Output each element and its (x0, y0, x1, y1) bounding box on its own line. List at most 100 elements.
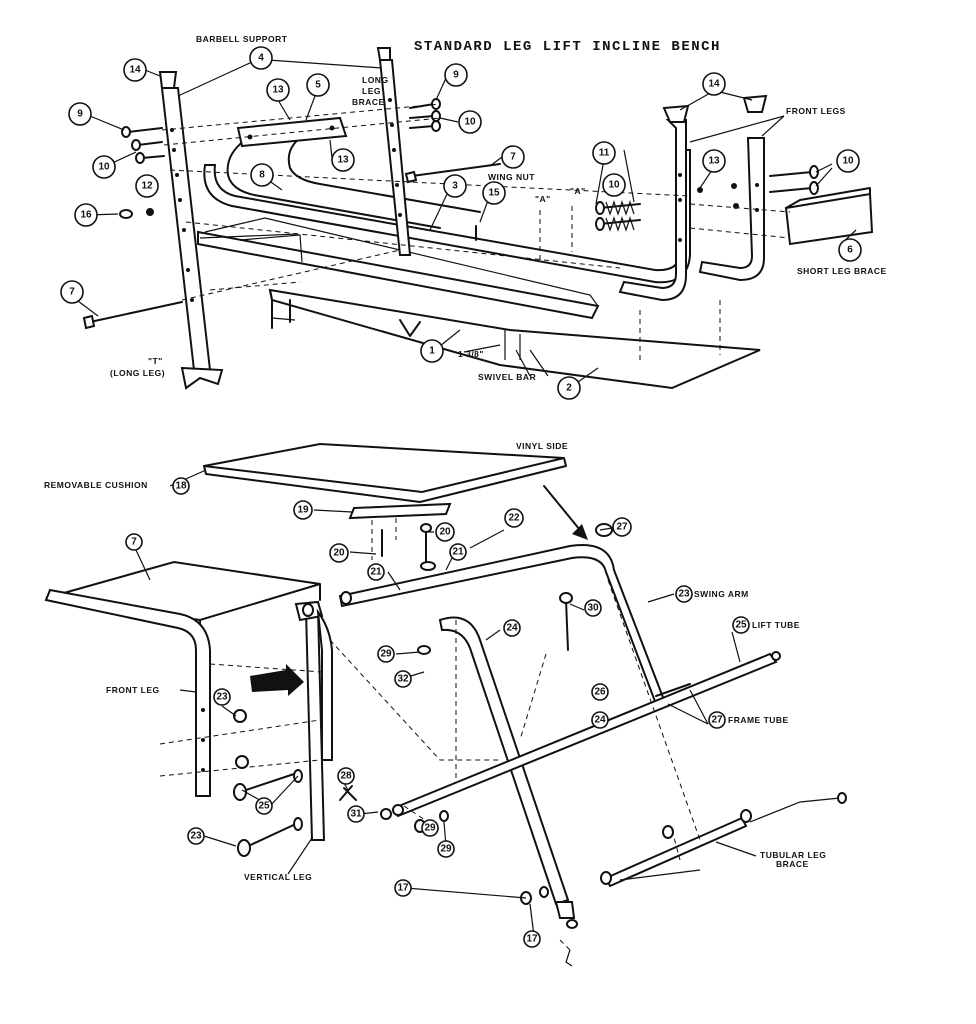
short-leg-brace-top (785, 187, 871, 209)
callout-30: 30 (584, 599, 602, 617)
label-tubular-brace: BRACE (776, 859, 809, 869)
bolt-7-right-head (404, 170, 418, 184)
label-removable-cushion: REMOVABLE CUSHION (44, 480, 148, 490)
hardware-bottom (233, 523, 847, 967)
bench-pad-edge (271, 317, 296, 321)
front-leg-holes-bottom (201, 708, 205, 772)
svg-text:25: 25 (735, 620, 747, 631)
label-short-leg-brace: SHORT LEG BRACE (797, 266, 887, 276)
lift-tube-end (771, 651, 781, 661)
callout-13-top: 13 (266, 78, 290, 102)
bolt-7-left-head (82, 314, 96, 330)
label-tubular-leg: TUBULAR LEG (760, 850, 826, 860)
svg-text:15: 15 (488, 188, 500, 199)
lift-tube (392, 652, 778, 818)
svg-text:27: 27 (616, 522, 628, 533)
callout-27-top: 27 (612, 517, 632, 537)
end-cap-right (376, 47, 391, 61)
label-long-leg: (LONG LEG) (110, 368, 165, 378)
svg-text:7: 7 (69, 287, 75, 298)
callout-29-b: 29 (437, 840, 455, 858)
front-leg-right (698, 137, 765, 282)
svg-text:23: 23 (190, 831, 202, 842)
svg-text:32: 32 (397, 674, 409, 685)
callout-6: 6 (838, 238, 862, 262)
label-long-leg-brace-3: BRACE (352, 97, 385, 107)
callout-1: 1 (420, 339, 444, 363)
callout-8: 8 (250, 163, 274, 187)
svg-text:23: 23 (216, 692, 228, 703)
svg-text:25: 25 (258, 801, 270, 812)
svg-text:4: 4 (258, 53, 264, 64)
callout-11: 11 (592, 141, 616, 165)
callout-9-left: 9 (68, 102, 92, 126)
curved-tube-8b (287, 137, 481, 213)
callout-24-b: 24 (591, 711, 609, 729)
svg-text:28: 28 (340, 771, 352, 782)
svg-text:30: 30 (587, 603, 599, 614)
tubular-brace-bolt-lower (619, 869, 701, 881)
short-leg-brace (784, 192, 874, 246)
front-bench-pad (45, 560, 321, 622)
svg-text:22: 22 (508, 513, 520, 524)
callout-23-bolt: 23 (187, 827, 205, 845)
bench-u-frame (203, 149, 691, 284)
svg-text:13: 13 (272, 85, 284, 96)
callout-29-a: 29 (377, 645, 395, 663)
frame-collar (655, 683, 691, 697)
removable-cushion (203, 442, 565, 494)
bench-frame-rail (197, 230, 600, 320)
callout-15: 15 (482, 181, 506, 205)
rear-upright (316, 608, 333, 761)
svg-text:17: 17 (526, 934, 538, 945)
svg-text:20: 20 (333, 548, 345, 559)
bolt-7-right (411, 163, 501, 177)
cushion-bracket (348, 502, 452, 520)
callout-10-far-right: 10 (836, 149, 860, 173)
tubular-brace-bolt (749, 797, 841, 823)
svg-text:21: 21 (452, 547, 464, 558)
bench-pad-end (269, 289, 291, 329)
callout-9-right: 9 (444, 63, 468, 87)
svg-text:6: 6 (847, 245, 853, 256)
svg-text:1: 1 (429, 346, 435, 357)
t-long-leg-foot (180, 366, 224, 390)
callout-12: 12 (135, 174, 159, 198)
callout-18: 18 (172, 477, 190, 495)
callout-28: 28 (337, 767, 355, 785)
callout-20-a: 20 (329, 543, 349, 563)
svg-text:21: 21 (370, 567, 382, 578)
svg-text:23: 23 (678, 589, 690, 600)
label-wing-nut: WING NUT (488, 172, 535, 182)
svg-text:10: 10 (464, 117, 476, 128)
bolts-right (409, 98, 441, 132)
svg-text:13: 13 (708, 156, 720, 167)
callout-26: 26 (591, 683, 609, 701)
callout-17-a: 17 (394, 879, 412, 897)
callout-27-frame: 27 (708, 711, 726, 729)
diagram-title: STANDARD LEG LIFT INCLINE BENCH (414, 39, 721, 55)
nut-12 (146, 208, 154, 216)
swing-arm-foot (554, 901, 576, 919)
barbell-support-left (160, 87, 212, 371)
svg-text:29: 29 (440, 844, 452, 855)
bench-frame-plate (239, 234, 303, 263)
tubular-leg-brace (604, 816, 748, 888)
callout-23-front: 23 (213, 688, 231, 706)
callout-4: 4 (249, 46, 273, 70)
callout-16: 16 (74, 203, 98, 227)
svg-text:16: 16 (80, 210, 92, 221)
callout-14-left: 14 (123, 58, 147, 82)
callouts-bottom: 18 19 20 20 22 27 7 21 21 23 24 30 24 25… (125, 477, 750, 948)
bolts-far-right (769, 165, 819, 195)
callout-25-b: 25 (255, 797, 273, 815)
front-leg-left (618, 119, 687, 302)
svg-text:14: 14 (708, 79, 720, 90)
callout-25: 25 (732, 616, 750, 634)
bottom-assembly: 18 19 20 20 22 27 7 21 21 23 24 30 24 25… (44, 441, 847, 967)
callout-29-c: 29 (421, 819, 439, 837)
callout-10-right: 10 (458, 110, 482, 134)
direction-arrow (250, 664, 304, 696)
label-long-leg-brace-1: LONG (362, 75, 389, 85)
